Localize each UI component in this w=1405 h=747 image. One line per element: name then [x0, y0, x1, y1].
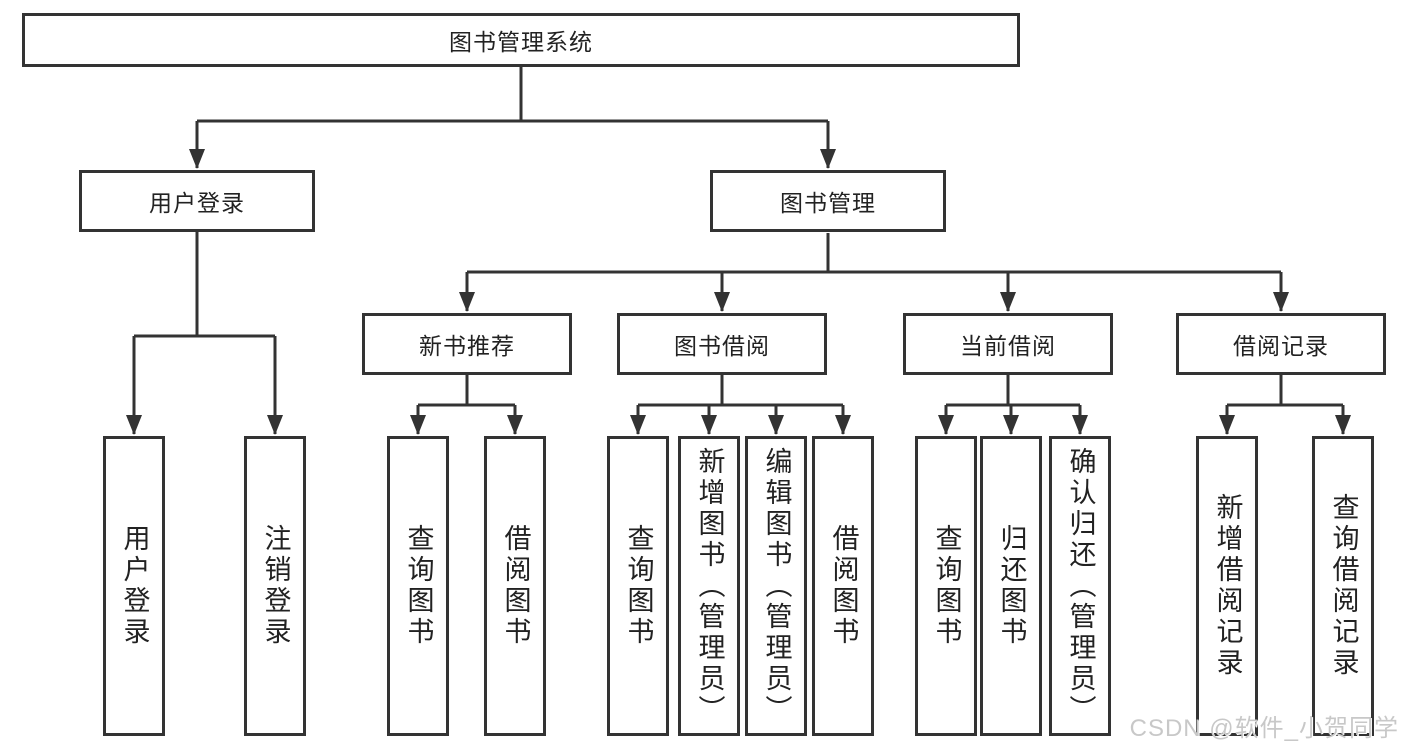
node-current-borrow: 当前借阅 [903, 313, 1113, 375]
node-leaf-confirm-return-admin: 确认归还（管理员） [1049, 436, 1111, 736]
node-label: 确认归还（管理员） [1065, 446, 1096, 726]
node-leaf-borrow-book-1: 借阅图书 [484, 436, 546, 736]
node-new-book-recommend: 新书推荐 [362, 313, 572, 375]
node-user-login: 用户登录 [79, 170, 315, 232]
node-label: 新书推荐 [419, 333, 515, 359]
node-leaf-add-borrow-record: 新增借阅记录 [1196, 436, 1258, 736]
node-label: 新增借阅记录 [1212, 493, 1243, 679]
node-label: 借阅记录 [1233, 333, 1329, 359]
node-label: 借阅图书 [828, 524, 859, 648]
node-label: 新增图书（管理员） [694, 446, 725, 726]
node-label: 查询图书 [403, 524, 434, 648]
node-label: 用户登录 [119, 524, 150, 648]
node-leaf-user-login: 用户登录 [103, 436, 165, 736]
node-leaf-return-book: 归还图书 [980, 436, 1042, 736]
node-label: 查询图书 [931, 524, 962, 648]
node-leaf-query-borrow-record: 查询借阅记录 [1312, 436, 1374, 736]
node-book-borrow: 图书借阅 [617, 313, 827, 375]
node-leaf-query-book-1: 查询图书 [387, 436, 449, 736]
node-book-management: 图书管理 [710, 170, 946, 232]
node-label: 查询图书 [623, 524, 654, 648]
node-label: 借阅图书 [500, 524, 531, 648]
node-leaf-logout: 注销登录 [244, 436, 306, 736]
node-leaf-query-book-3: 查询图书 [915, 436, 977, 736]
node-borrow-record: 借阅记录 [1176, 313, 1386, 375]
node-leaf-borrow-book-2: 借阅图书 [812, 436, 874, 736]
node-leaf-edit-book-admin: 编辑图书（管理员） [745, 436, 807, 736]
watermark: CSDN @软件_小贺同学 [1129, 715, 1399, 742]
node-label: 当前借阅 [960, 333, 1056, 359]
node-leaf-query-book-2: 查询图书 [607, 436, 669, 736]
node-label: 归还图书 [996, 524, 1027, 648]
node-label: 编辑图书（管理员） [761, 446, 792, 726]
node-label: 图书管理 [780, 190, 876, 216]
node-label: 注销登录 [260, 524, 291, 648]
node-label: 图书借阅 [674, 333, 770, 359]
connector-trunks [134, 67, 1343, 407]
node-library-system: 图书管理系统 [22, 13, 1020, 67]
node-label: 查询借阅记录 [1328, 493, 1359, 679]
node-leaf-add-book-admin: 新增图书（管理员） [678, 436, 740, 736]
node-label: 图书管理系统 [449, 29, 593, 55]
connector-arrows [126, 121, 1351, 435]
node-label: 用户登录 [149, 190, 245, 216]
